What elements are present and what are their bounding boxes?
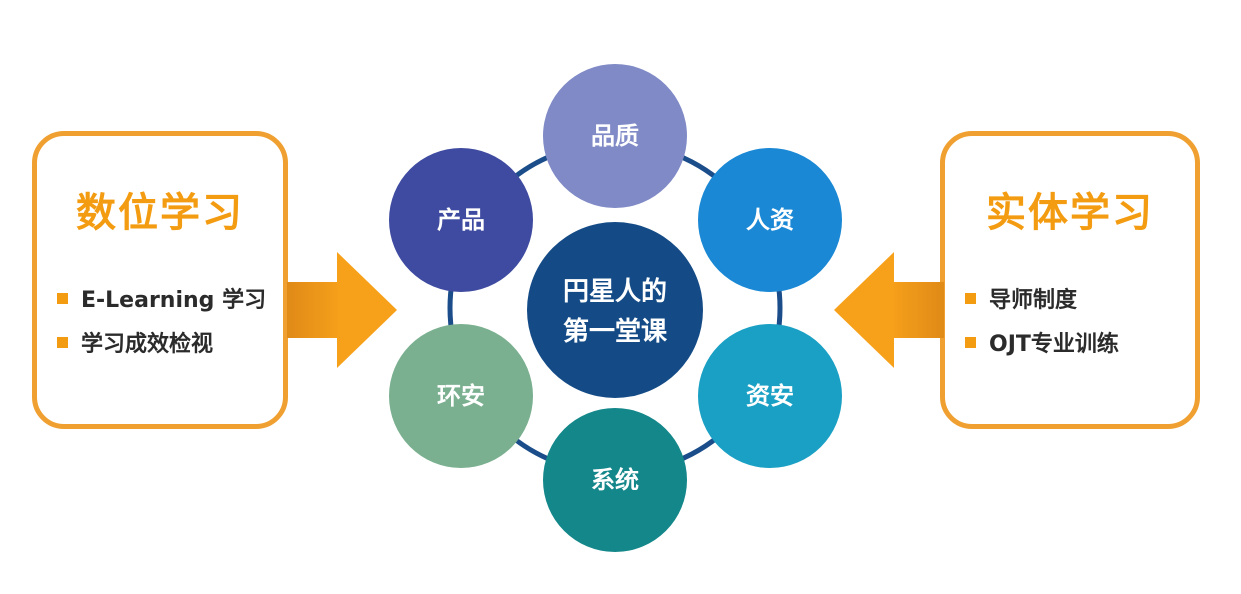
list-item-label: 学习成效检视 [81,332,214,357]
center-circle [527,222,703,398]
center-label-line1: 円星人的 [563,276,667,307]
center-label-line2: 第一堂课 [563,316,668,347]
digital-learning-panel: 数位学习 E-Learning 学习 学习成效检视 [32,131,288,429]
node-label: 资安 [746,382,794,410]
list-item-label: E-Learning 学习 [81,288,267,313]
node-label: 系统 [591,466,639,494]
digital-learning-title: 数位学习 [76,190,244,236]
physical-learning-title: 实体学习 [986,190,1154,236]
node-circle [389,148,533,292]
node-label: 环安 [437,382,485,410]
node-circle [389,324,533,468]
node-label: 品质 [591,122,639,150]
right-pointing-arrow-icon [287,252,397,368]
square-bullet-icon [965,292,976,304]
list-item: 导师制度 [965,276,1187,320]
left-pointing-arrow-icon [834,252,944,368]
list-item-label: OJT专业训练 [989,332,1119,357]
list-item: 学习成效检视 [57,320,275,364]
list-item-label: 导师制度 [989,288,1078,313]
node-circle [543,408,687,552]
list-item: OJT专业训练 [965,320,1187,364]
node-system: 系统 [543,408,687,552]
node-hr: 人资 [698,148,842,292]
physical-learning-panel: 实体学习 导师制度 OJT专业训练 [940,131,1200,429]
square-bullet-icon [965,336,976,348]
node-ehs: 环安 [389,324,533,468]
node-circle [698,324,842,468]
node-circle [698,148,842,292]
node-product: 产品 [389,148,533,292]
digital-learning-list: E-Learning 学习 学习成效检视 [57,276,275,364]
node-label: 人资 [746,206,794,234]
physical-learning-list: 导师制度 OJT专业训练 [965,276,1187,364]
node-label: 产品 [437,206,485,234]
list-item: E-Learning 学习 [57,276,275,320]
center-node: 円星人的 第一堂课 [527,222,703,398]
node-quality: 品质 [543,64,687,208]
node-circle [543,64,687,208]
square-bullet-icon [57,336,68,348]
square-bullet-icon [57,292,68,304]
node-infosec: 资安 [698,324,842,468]
